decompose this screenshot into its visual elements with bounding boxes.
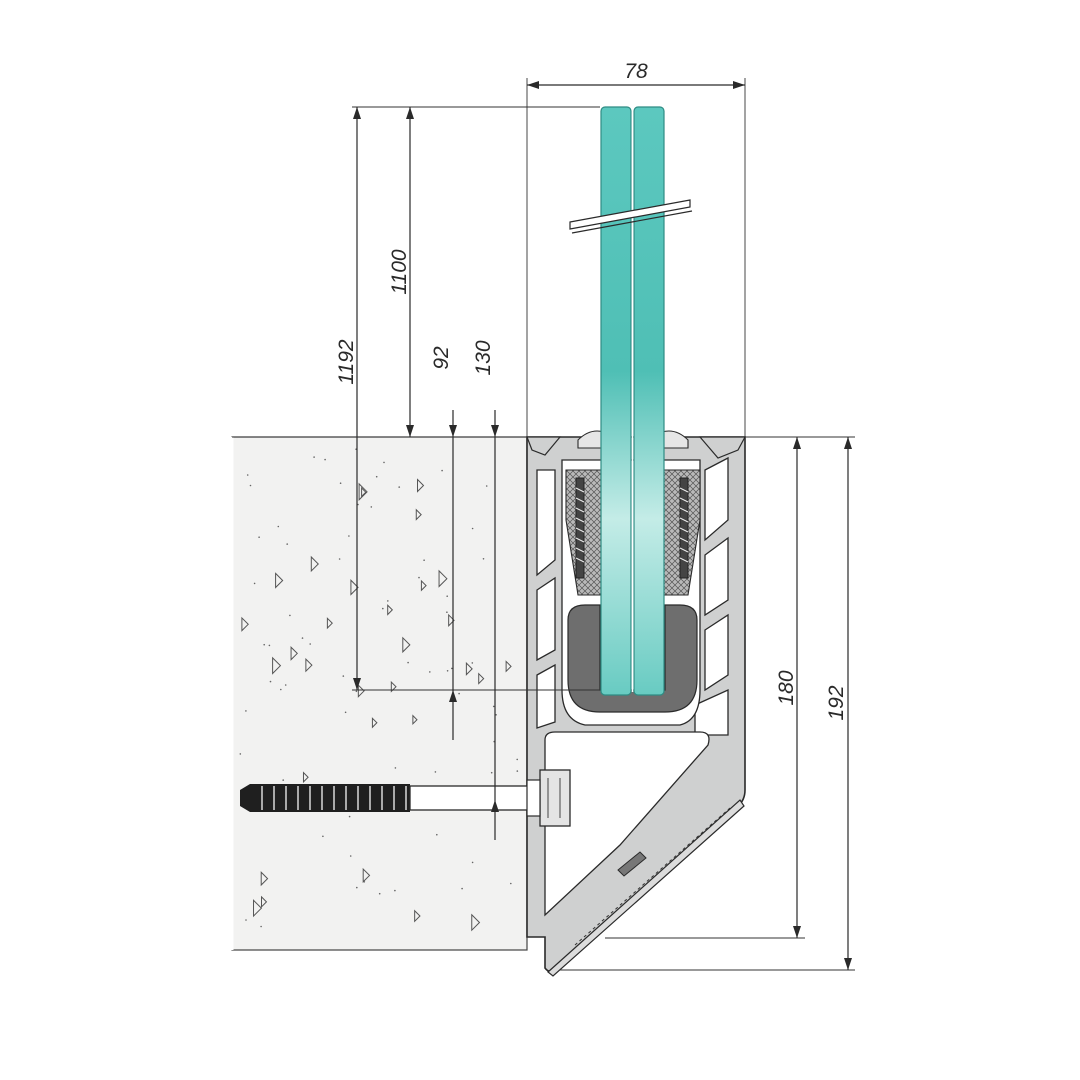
laminated-glass <box>569 106 693 696</box>
concrete-aggregate <box>239 448 519 932</box>
dim-width-78: 78 <box>624 60 648 83</box>
dim-height-180: 180 <box>775 670 798 705</box>
concrete-slab <box>230 436 528 951</box>
clamping-wedges <box>565 430 701 713</box>
anchor-bolt <box>240 769 571 827</box>
dim-depth-92: 92 <box>430 346 453 370</box>
dim-depth-130: 130 <box>472 340 495 375</box>
dimension-lines <box>232 78 855 971</box>
dim-height-192: 192 <box>825 685 848 720</box>
dim-height-1192: 1192 <box>335 339 358 384</box>
dim-height-1100: 1100 <box>388 249 411 294</box>
